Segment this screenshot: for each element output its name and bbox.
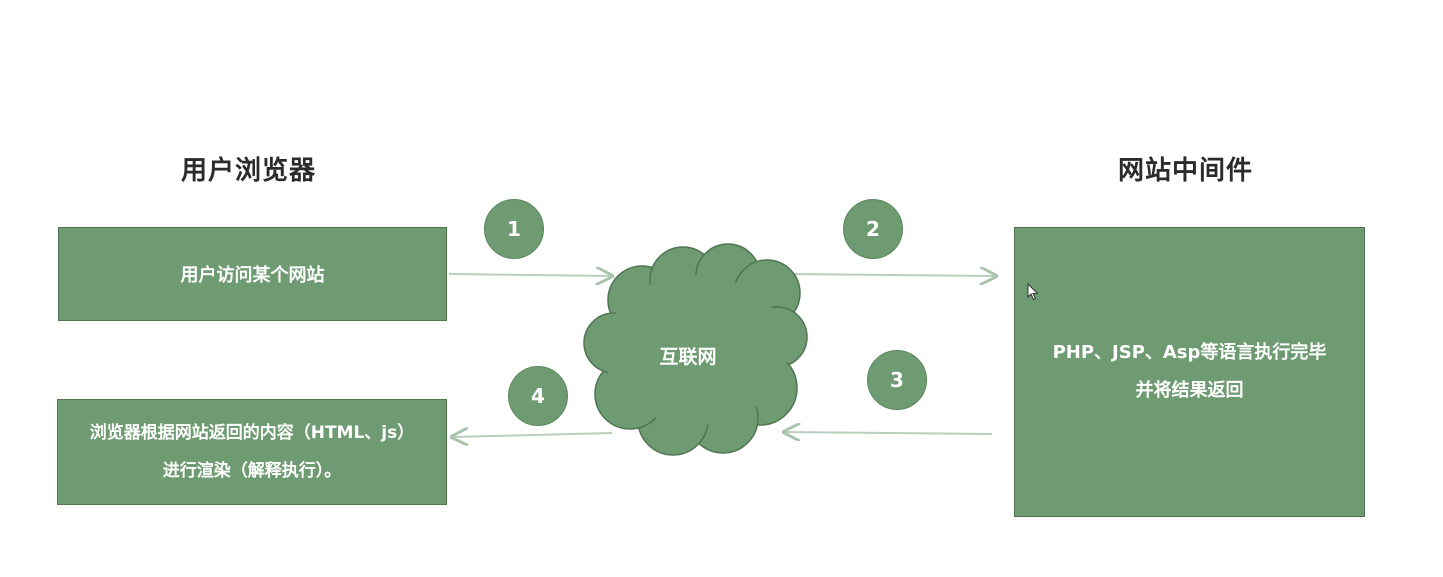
step-4-badge: 4 xyxy=(508,366,568,426)
cloud-label: 互联网 xyxy=(659,346,717,368)
request-text: 用户访问某个网站 xyxy=(180,265,325,286)
arrow-internet-to-browser xyxy=(452,433,613,437)
middleware-heading: 网站中间件 xyxy=(1118,156,1254,186)
render-box: 浏览器根据网站返回的内容（HTML、js） 进行渲染（解释执行）。 xyxy=(57,399,447,505)
step-2-badge: 2 xyxy=(843,199,903,259)
arrow-browser-to-internet xyxy=(448,274,612,276)
browser-heading: 用户浏览器 xyxy=(181,156,317,186)
render-text-line-2: 进行渲染（解释执行）。 xyxy=(162,461,342,481)
server-box: PHP、JSP、Asp等语言执行完毕 并将结果返回 xyxy=(1014,227,1365,517)
arrow-server-to-internet xyxy=(784,432,993,434)
cloud-fill xyxy=(604,275,788,425)
server-text-line-1: PHP、JSP、Asp等语言执行完毕 xyxy=(1052,342,1327,363)
request-box: 用户访问某个网站 xyxy=(58,227,447,321)
step-1-badge: 1 xyxy=(484,199,544,259)
step-3-badge: 3 xyxy=(867,350,927,410)
cursor-icon xyxy=(1027,283,1039,301)
render-text-line-1: 浏览器根据网站返回的内容（HTML、js） xyxy=(89,423,415,443)
arrow-internet-to-server xyxy=(787,274,996,276)
server-text-line-2: 并将结果返回 xyxy=(1135,380,1244,401)
